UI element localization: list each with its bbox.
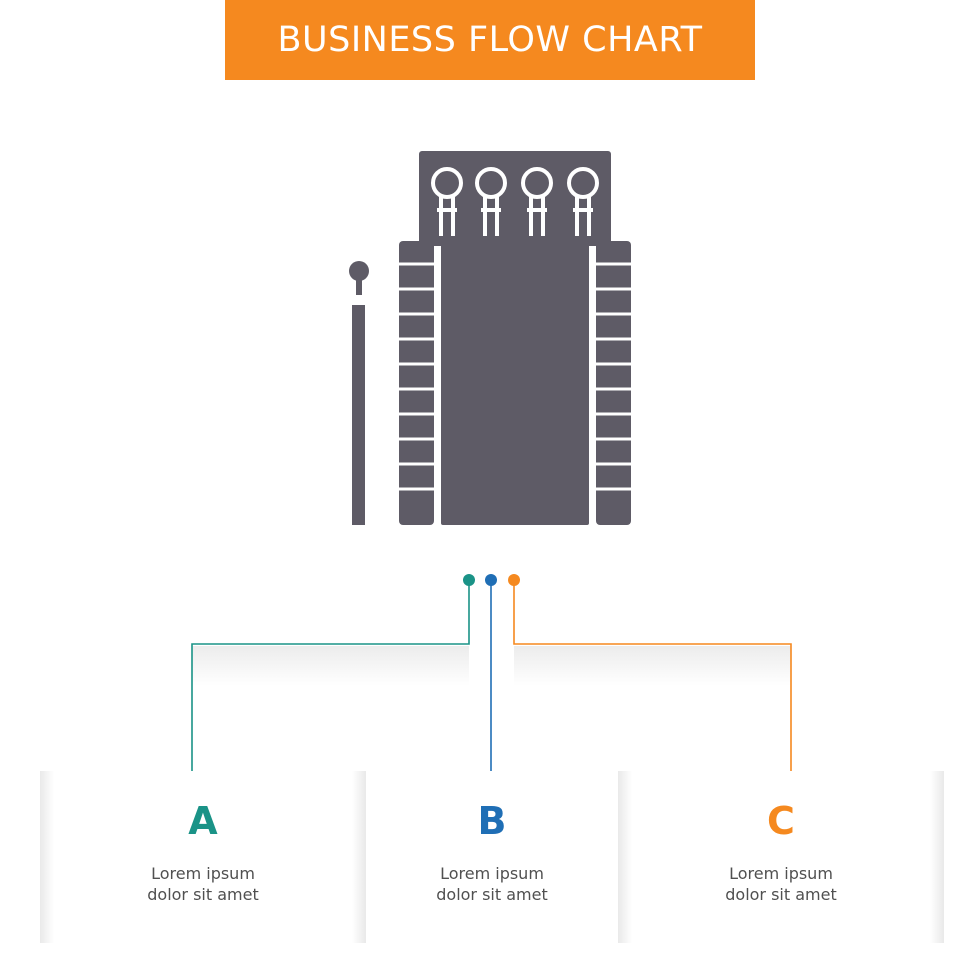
node-dot-c [508, 574, 520, 586]
card-shadow [618, 771, 632, 943]
matchbox-icon [349, 151, 631, 525]
chart-title: BUSINESS FLOW CHART [277, 20, 703, 60]
card-shadow [930, 771, 944, 943]
card-text-b: Lorem ipsum dolor sit amet [366, 863, 618, 905]
card-letter-a: A [188, 799, 218, 843]
card-line-1: Lorem ipsum [440, 864, 544, 883]
node-dot-b [485, 574, 497, 586]
card-line-2: dolor sit amet [725, 885, 837, 904]
card-text-c: Lorem ipsum dolor sit amet [618, 863, 944, 905]
card-letter-b: B [477, 799, 507, 843]
card-line-1: Lorem ipsum [151, 864, 255, 883]
connector-c [513, 582, 792, 781]
node-dot-a [463, 574, 475, 586]
title-banner: BUSINESS FLOW CHART [225, 0, 755, 80]
card-c: C Lorem ipsum dolor sit amet [618, 771, 944, 943]
card-line-2: dolor sit amet [147, 885, 259, 904]
card-a: A Lorem ipsum dolor sit amet [40, 771, 366, 943]
card-letter-c: C [767, 799, 795, 843]
card-text-a: Lorem ipsum dolor sit amet [40, 863, 366, 905]
card-line-2: dolor sit amet [436, 885, 548, 904]
card-line-1: Lorem ipsum [729, 864, 833, 883]
card-shadow [40, 771, 54, 943]
connector-a [191, 582, 470, 781]
card-b: B Lorem ipsum dolor sit amet [366, 771, 618, 943]
card-shadow [352, 771, 366, 943]
